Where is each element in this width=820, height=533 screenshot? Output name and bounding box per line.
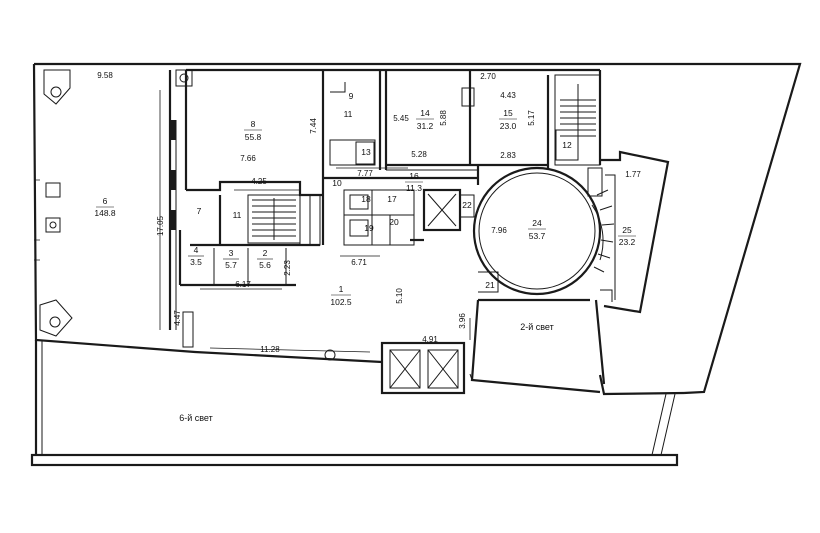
dim-177: 1.77: [625, 170, 641, 179]
room-10-label: 10: [332, 178, 342, 188]
room-8-area: 55.8: [245, 132, 262, 142]
dimension-lines: [159, 90, 471, 353]
room-7-label: 7: [197, 206, 202, 216]
dim-443: 4.43: [500, 91, 516, 100]
dim-545: 5.45: [393, 114, 409, 123]
dim-491: 4.91: [422, 335, 438, 344]
room-labels: 6 148.8 8 55.8 1 102.5 14 31.2 15 23.0 1…: [94, 108, 636, 307]
dim-1128: 11.28: [260, 345, 280, 354]
room-9-label: 9: [349, 91, 354, 101]
dim-270: 2.70: [480, 72, 496, 81]
room-15-number: 15: [503, 108, 513, 118]
room-16-area: 11.3: [406, 183, 422, 193]
room-19-label: 19: [364, 223, 374, 233]
room-25-area: 23.2: [619, 237, 636, 247]
room-3-number: 3: [229, 248, 234, 258]
room-6-area: 148.8: [94, 208, 116, 218]
room-17-label: 17: [387, 194, 397, 204]
dim-517: 5.17: [527, 110, 536, 126]
elevators: [380, 341, 466, 395]
dim-766: 7.66: [240, 154, 256, 163]
room-25-number: 25: [622, 225, 632, 235]
room-24-number: 24: [532, 218, 542, 228]
light-areas: 2-й свет 6-й свет: [179, 322, 554, 423]
dim-958: 9.58: [97, 71, 113, 80]
dim-796: 7.96: [491, 226, 507, 235]
room-2-number: 2: [263, 248, 268, 258]
dim-777: 7.77: [357, 169, 373, 178]
dim-396: 3.96: [458, 313, 467, 329]
dim-617: 6.17: [235, 280, 251, 289]
room-4-area: 3.5: [190, 257, 202, 267]
room-1-area: 102.5: [330, 297, 352, 307]
dim-528: 5.28: [411, 150, 427, 159]
outer-walls: [30, 62, 802, 467]
dim-425: 4.25: [251, 177, 267, 186]
room-15-area: 23.0: [500, 121, 517, 131]
room-14-area: 31.2: [417, 121, 434, 131]
round-room: [472, 166, 615, 296]
sixth-light-label: 6-й свет: [179, 413, 213, 423]
room-8-number: 8: [251, 119, 256, 129]
room-12-label: 12: [562, 140, 572, 150]
room-20-label: 20: [389, 217, 399, 227]
dim-223: 2.23: [283, 260, 292, 276]
room-11b-label: 11: [344, 109, 353, 119]
dim-588: 5.88: [439, 110, 448, 126]
room-14-number: 14: [420, 108, 430, 118]
fixtures: [34, 69, 475, 361]
room-16-number: 16: [409, 171, 419, 181]
room-22-label: 22: [462, 200, 472, 210]
room-1-number: 1: [339, 284, 344, 294]
room-11-label: 11: [233, 210, 242, 220]
room-24-area: 53.7: [529, 231, 546, 241]
dim-283: 2.83: [500, 151, 516, 160]
room-numbers: 7 9 10 11 12 13 11 17 18 19 20 21 22: [197, 91, 572, 290]
room-18-label: 18: [361, 194, 371, 204]
room-6-number: 6: [103, 196, 108, 206]
dimension-labels: 9.58 7.44 7.66 4.25 17.05 2.70 4.43 5.45…: [97, 71, 641, 354]
room-21-label: 21: [485, 280, 495, 290]
inner-walls: [168, 68, 670, 394]
room-2-area: 5.6: [259, 260, 271, 270]
dim-744: 7.44: [309, 118, 318, 134]
room-13-label: 13: [361, 147, 371, 157]
room-4-number: 4: [194, 245, 199, 255]
dim-510: 5.10: [395, 288, 404, 304]
dim-671: 6.71: [351, 258, 367, 267]
dim-447: 4.47: [173, 310, 182, 326]
dim-1705: 17.05: [156, 215, 165, 236]
room-3-area: 5.7: [225, 260, 237, 270]
second-light-label: 2-й свет: [520, 322, 554, 332]
